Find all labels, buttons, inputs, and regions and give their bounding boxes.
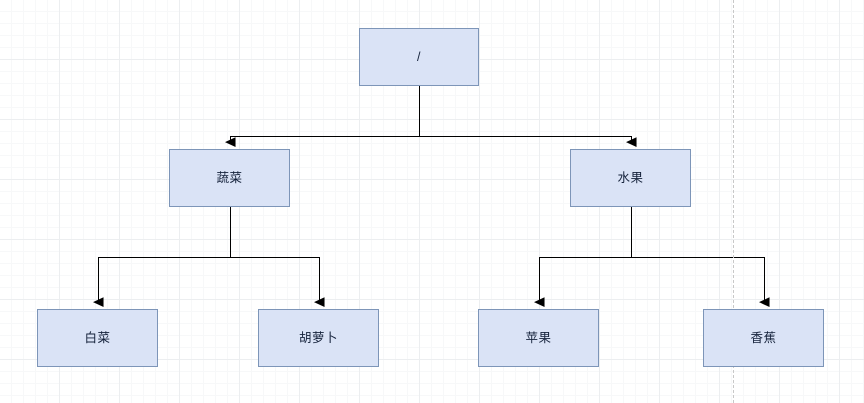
- node-carrot[interactable]: 胡萝卜: [258, 309, 379, 367]
- node-root[interactable]: /: [359, 28, 479, 86]
- node-apple[interactable]: 苹果: [478, 309, 599, 367]
- node-fruits-label: 水果: [617, 170, 644, 185]
- edge-fruit-to-apple: [533, 207, 633, 308]
- node-fruits[interactable]: 水果: [570, 149, 691, 207]
- node-banana[interactable]: 香蕉: [703, 309, 824, 367]
- node-cabbage-label: 白菜: [84, 330, 111, 345]
- node-cabbage[interactable]: 白菜: [37, 309, 158, 367]
- edge-root-to-fruit: [418, 86, 637, 148]
- node-root-label: /: [417, 49, 421, 64]
- node-banana-label: 香蕉: [750, 330, 777, 345]
- edge-fruit-to-banana: [630, 207, 770, 308]
- edge-root-to-veg: [224, 86, 421, 148]
- node-vegetables-label: 蔬菜: [216, 170, 243, 185]
- edge-veg-to-cabbage: [92, 207, 232, 308]
- node-vegetables[interactable]: 蔬菜: [169, 149, 290, 207]
- edge-veg-to-carrot: [229, 207, 325, 308]
- node-apple-label: 苹果: [525, 330, 552, 345]
- node-carrot-label: 胡萝卜: [298, 330, 338, 345]
- vertical-guide-line: [733, 0, 734, 403]
